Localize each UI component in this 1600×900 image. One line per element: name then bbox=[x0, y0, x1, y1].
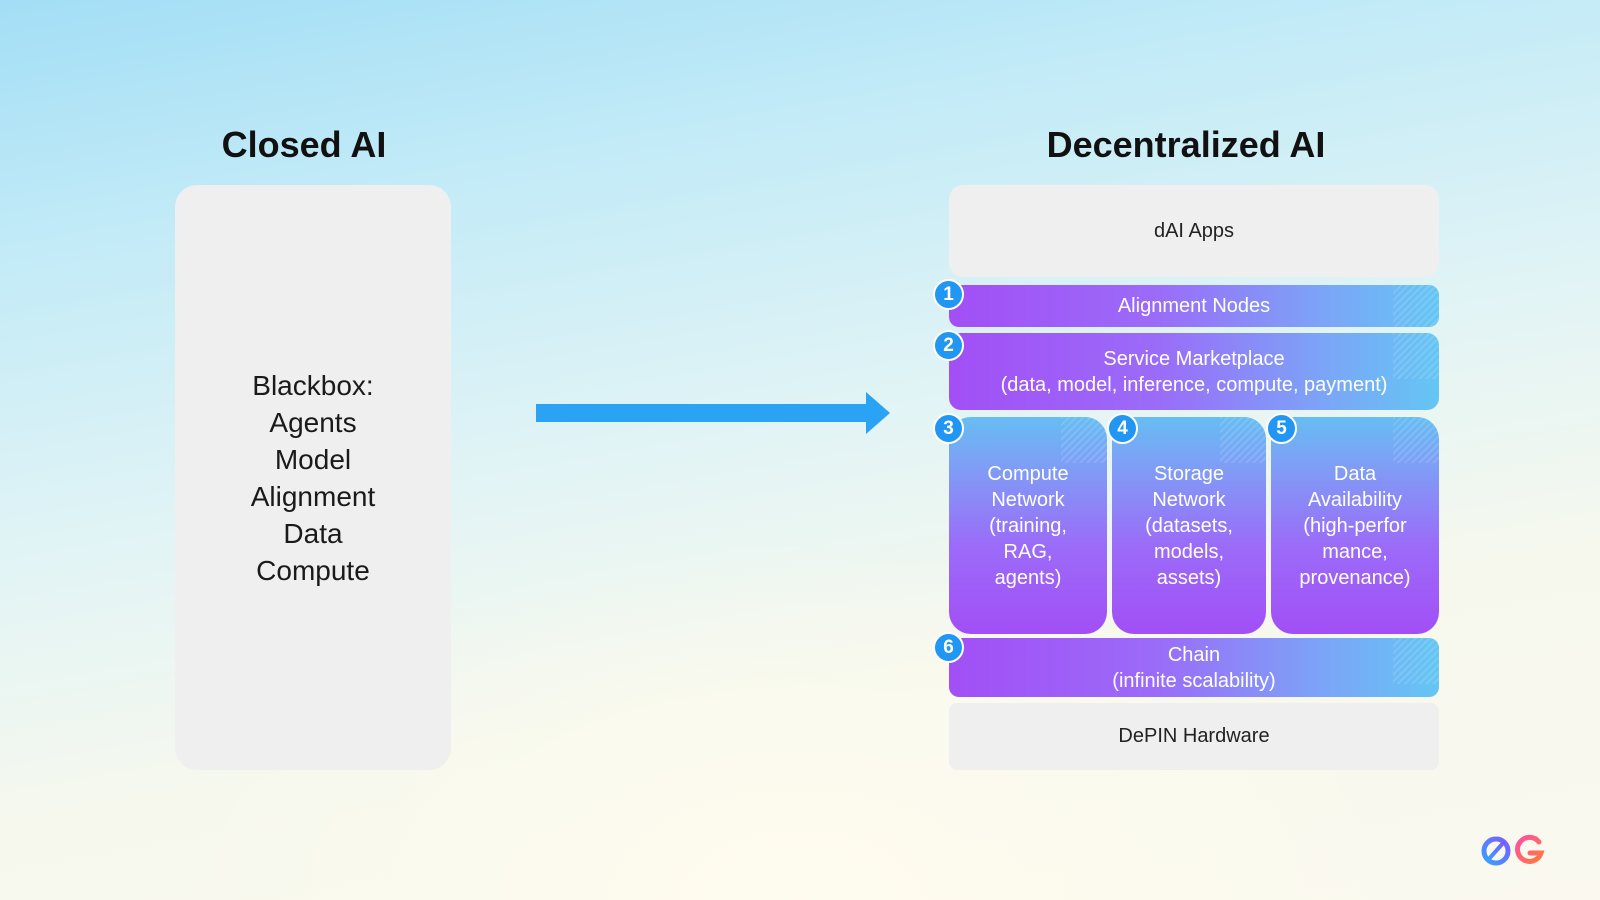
layer-line: agents) bbox=[994, 566, 1062, 589]
layer-line: Network bbox=[1152, 488, 1226, 511]
layer-line: (datasets, bbox=[1145, 514, 1233, 537]
chain-layer: Chain (infinite scalability) bbox=[949, 638, 1439, 697]
badge-2: 2 bbox=[933, 330, 964, 361]
layer-line: (high-perfor bbox=[1303, 514, 1407, 537]
dai-apps-box: dAI Apps bbox=[949, 185, 1439, 277]
alignment-nodes-layer: Alignment Nodes bbox=[949, 285, 1439, 327]
layer-line: Storage bbox=[1153, 462, 1225, 485]
layer-line: Availability bbox=[1307, 488, 1403, 511]
layer-line: Data bbox=[1333, 462, 1377, 485]
layer-line: models, bbox=[1153, 540, 1224, 563]
layer-line: RAG, bbox=[1003, 540, 1053, 563]
compute-network-layer: Compute Network (training, RAG, agents) bbox=[949, 417, 1107, 634]
badge-1: 1 bbox=[933, 279, 964, 310]
layer-line: Service Marketplace bbox=[1103, 347, 1285, 370]
blackbox-line: Data bbox=[283, 517, 343, 549]
layer-line: (data, model, inference, compute, paymen… bbox=[1000, 373, 1388, 396]
right-arrow-icon bbox=[536, 392, 890, 434]
decentralized-ai-heading: Decentralized AI bbox=[1046, 124, 1326, 165]
layer-line: assets) bbox=[1156, 566, 1222, 589]
layer-line: Alignment Nodes bbox=[1117, 295, 1271, 317]
layer-line: (infinite scalability) bbox=[1112, 669, 1276, 692]
depin-hardware-label: DePIN Hardware bbox=[1118, 725, 1270, 747]
blackbox-line: Alignment bbox=[250, 480, 376, 512]
badge-5: 5 bbox=[1266, 413, 1297, 444]
blackbox-line: Model bbox=[274, 443, 352, 475]
layer-line: Chain bbox=[1167, 643, 1221, 666]
badge-6: 6 bbox=[933, 632, 964, 663]
data-availability-layer: Data Availability (high-perfor mance, pr… bbox=[1271, 417, 1439, 634]
layer-line: Compute bbox=[987, 462, 1069, 485]
closed-ai-heading: Closed AI bbox=[221, 124, 387, 165]
dai-apps-label: dAI Apps bbox=[1153, 219, 1235, 242]
blackbox-line: Agents bbox=[269, 406, 357, 438]
layer-line: Network bbox=[991, 488, 1065, 511]
layer-line: provenance) bbox=[1299, 566, 1411, 589]
service-marketplace-layer: Service Marketplace (data, model, infere… bbox=[949, 333, 1439, 410]
blackbox-line: Compute bbox=[256, 554, 370, 586]
storage-network-layer: Storage Network (datasets, models, asset… bbox=[1112, 417, 1266, 634]
blackbox-line: Blackbox: bbox=[252, 369, 374, 401]
layer-line: mance, bbox=[1322, 540, 1388, 563]
closed-ai-blackbox: Blackbox: Agents Model Alignment Data Co… bbox=[175, 185, 451, 770]
badge-4: 4 bbox=[1107, 413, 1138, 444]
blackbox-list: Blackbox: Agents Model Alignment Data Co… bbox=[251, 367, 376, 589]
0g-logo-icon bbox=[1481, 834, 1545, 866]
layer-line: (training, bbox=[989, 514, 1067, 537]
depin-hardware-box: DePIN Hardware bbox=[949, 703, 1439, 770]
badge-3: 3 bbox=[933, 413, 964, 444]
